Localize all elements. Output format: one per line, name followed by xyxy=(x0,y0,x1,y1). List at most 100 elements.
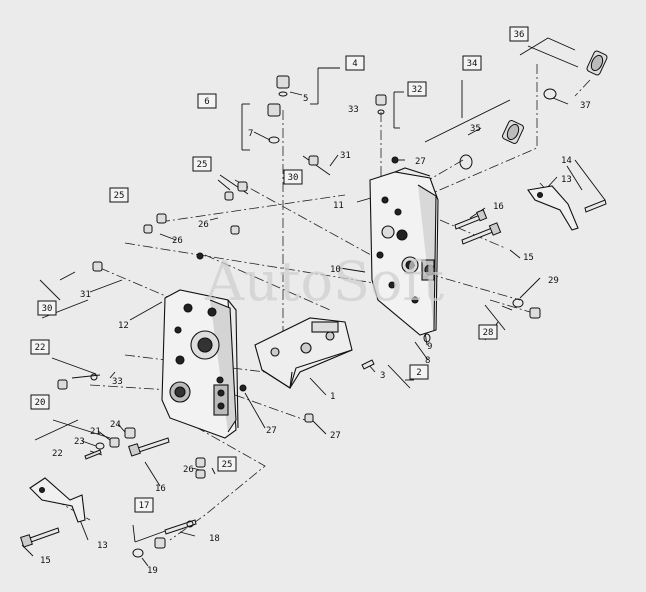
callout-c-22b: 22 xyxy=(52,449,63,459)
callout-number: 17 xyxy=(139,501,150,511)
callout-c-20: 20 xyxy=(30,394,50,410)
callout-number: 26 xyxy=(183,465,194,475)
callout-c-26a: 26 xyxy=(198,220,209,230)
svg-text:AutoSoft: AutoSoft xyxy=(204,250,444,313)
callout-c-15a: 15 xyxy=(523,253,534,263)
callout-number: 6 xyxy=(204,97,209,107)
callout-number: 14 xyxy=(561,156,572,166)
callout-number: 5 xyxy=(303,94,308,104)
callout-number: 27 xyxy=(330,431,341,441)
callout-c-13a: 13 xyxy=(561,175,572,185)
callout-number: 16 xyxy=(155,484,166,494)
callout-c-7: 7 xyxy=(248,129,253,139)
callout-c-10: 10 xyxy=(330,265,341,275)
callout-number: 2 xyxy=(416,368,421,378)
callout-box xyxy=(283,169,303,185)
valve-body-right xyxy=(369,167,439,336)
callout-c-4: 4 xyxy=(345,55,365,71)
callout-box xyxy=(30,394,50,410)
callout-c-32: 32 xyxy=(407,81,427,97)
callout-box xyxy=(197,93,217,109)
callout-c-33b: 33 xyxy=(112,377,123,387)
callout-c-27a: 27 xyxy=(415,157,426,167)
callout-box xyxy=(509,26,529,42)
bolts xyxy=(20,199,607,548)
callout-c-5: 5 xyxy=(303,94,308,104)
callout-number: 9 xyxy=(427,342,432,352)
callout-c-12: 12 xyxy=(118,321,129,331)
callout-number: 25 xyxy=(197,160,208,170)
callout-box xyxy=(109,187,129,203)
callout-c-13b: 13 xyxy=(97,541,108,551)
callout-box xyxy=(478,324,498,340)
callout-c-9: 9 xyxy=(427,342,432,352)
callout-number: 27 xyxy=(415,157,426,167)
callout-number: 10 xyxy=(330,265,341,275)
callout-c-11: 11 xyxy=(333,201,344,211)
callout-c-2: 2 xyxy=(409,364,429,380)
callout-number: 26 xyxy=(172,236,183,246)
callout-c-27c: 27 xyxy=(330,431,341,441)
autosoft-watermark: AutoSoft xyxy=(204,250,444,313)
callout-number: 7 xyxy=(248,129,253,139)
callout-number: 25 xyxy=(114,191,125,201)
callout-box xyxy=(462,55,482,71)
callout-number: 32 xyxy=(412,85,423,95)
callout-number: 36 xyxy=(514,30,525,40)
callout-box xyxy=(30,339,50,355)
callout-number: 24 xyxy=(110,420,121,430)
callout-c-33a: 33 xyxy=(348,105,359,115)
callout-box xyxy=(407,81,427,97)
callout-c-8: 8 xyxy=(425,356,430,366)
callout-c-18: 18 xyxy=(209,534,220,544)
callout-c-29: 29 xyxy=(548,276,559,286)
callout-number: 27 xyxy=(266,426,277,436)
callout-c-27b: 27 xyxy=(266,426,277,436)
callout-number: 30 xyxy=(42,304,53,314)
callout-c-26b: 26 xyxy=(172,236,183,246)
callout-c-3: 3 xyxy=(380,371,385,381)
callout-c-22: 22 xyxy=(30,339,50,355)
callout-c-25b: 25 xyxy=(109,187,129,203)
callout-number: 37 xyxy=(580,101,591,111)
callout-number: 12 xyxy=(118,321,129,331)
callout-number: 33 xyxy=(112,377,123,387)
callout-number: 8 xyxy=(425,356,430,366)
callout-number: 28 xyxy=(483,328,494,338)
callout-number: 31 xyxy=(340,151,351,161)
callout-number: 11 xyxy=(333,201,344,211)
valve-body-left xyxy=(161,289,239,439)
callout-c-15b: 15 xyxy=(40,556,51,566)
leader-lines xyxy=(21,37,606,567)
callout-c-24: 24 xyxy=(110,420,121,430)
callout-number: 18 xyxy=(209,534,220,544)
callout-number: 1 xyxy=(330,392,335,402)
callout-number: 29 xyxy=(548,276,559,286)
callout-c-21: 21 xyxy=(90,427,101,437)
callout-number: 15 xyxy=(40,556,51,566)
callout-number: 21 xyxy=(90,427,101,437)
callout-box xyxy=(409,364,429,380)
callout-number: 23 xyxy=(74,437,85,447)
callout-c-25c: 25 xyxy=(217,456,237,472)
callout-box xyxy=(345,55,365,71)
callout-c-35: 35 xyxy=(470,124,481,134)
callout-number: 30 xyxy=(288,173,299,183)
callout-number: 20 xyxy=(35,398,46,408)
callout-c-31b: 31 xyxy=(80,290,91,300)
callout-c-1: 1 xyxy=(330,392,335,402)
callout-box xyxy=(192,156,212,172)
callout-c-30b: 30 xyxy=(37,300,57,316)
callout-number: 22 xyxy=(52,449,63,459)
callout-c-28: 28 xyxy=(478,324,498,340)
callout-c-23: 23 xyxy=(74,437,85,447)
callout-number: 13 xyxy=(97,541,108,551)
callout-c-26c: 26 xyxy=(183,465,194,475)
callout-c-31a: 31 xyxy=(340,151,351,161)
callout-c-16b: 16 xyxy=(155,484,166,494)
callout-number: 26 xyxy=(198,220,209,230)
plugs-and-seals xyxy=(57,50,608,558)
callout-number: 31 xyxy=(80,290,91,300)
callout-number: 22 xyxy=(35,343,46,353)
